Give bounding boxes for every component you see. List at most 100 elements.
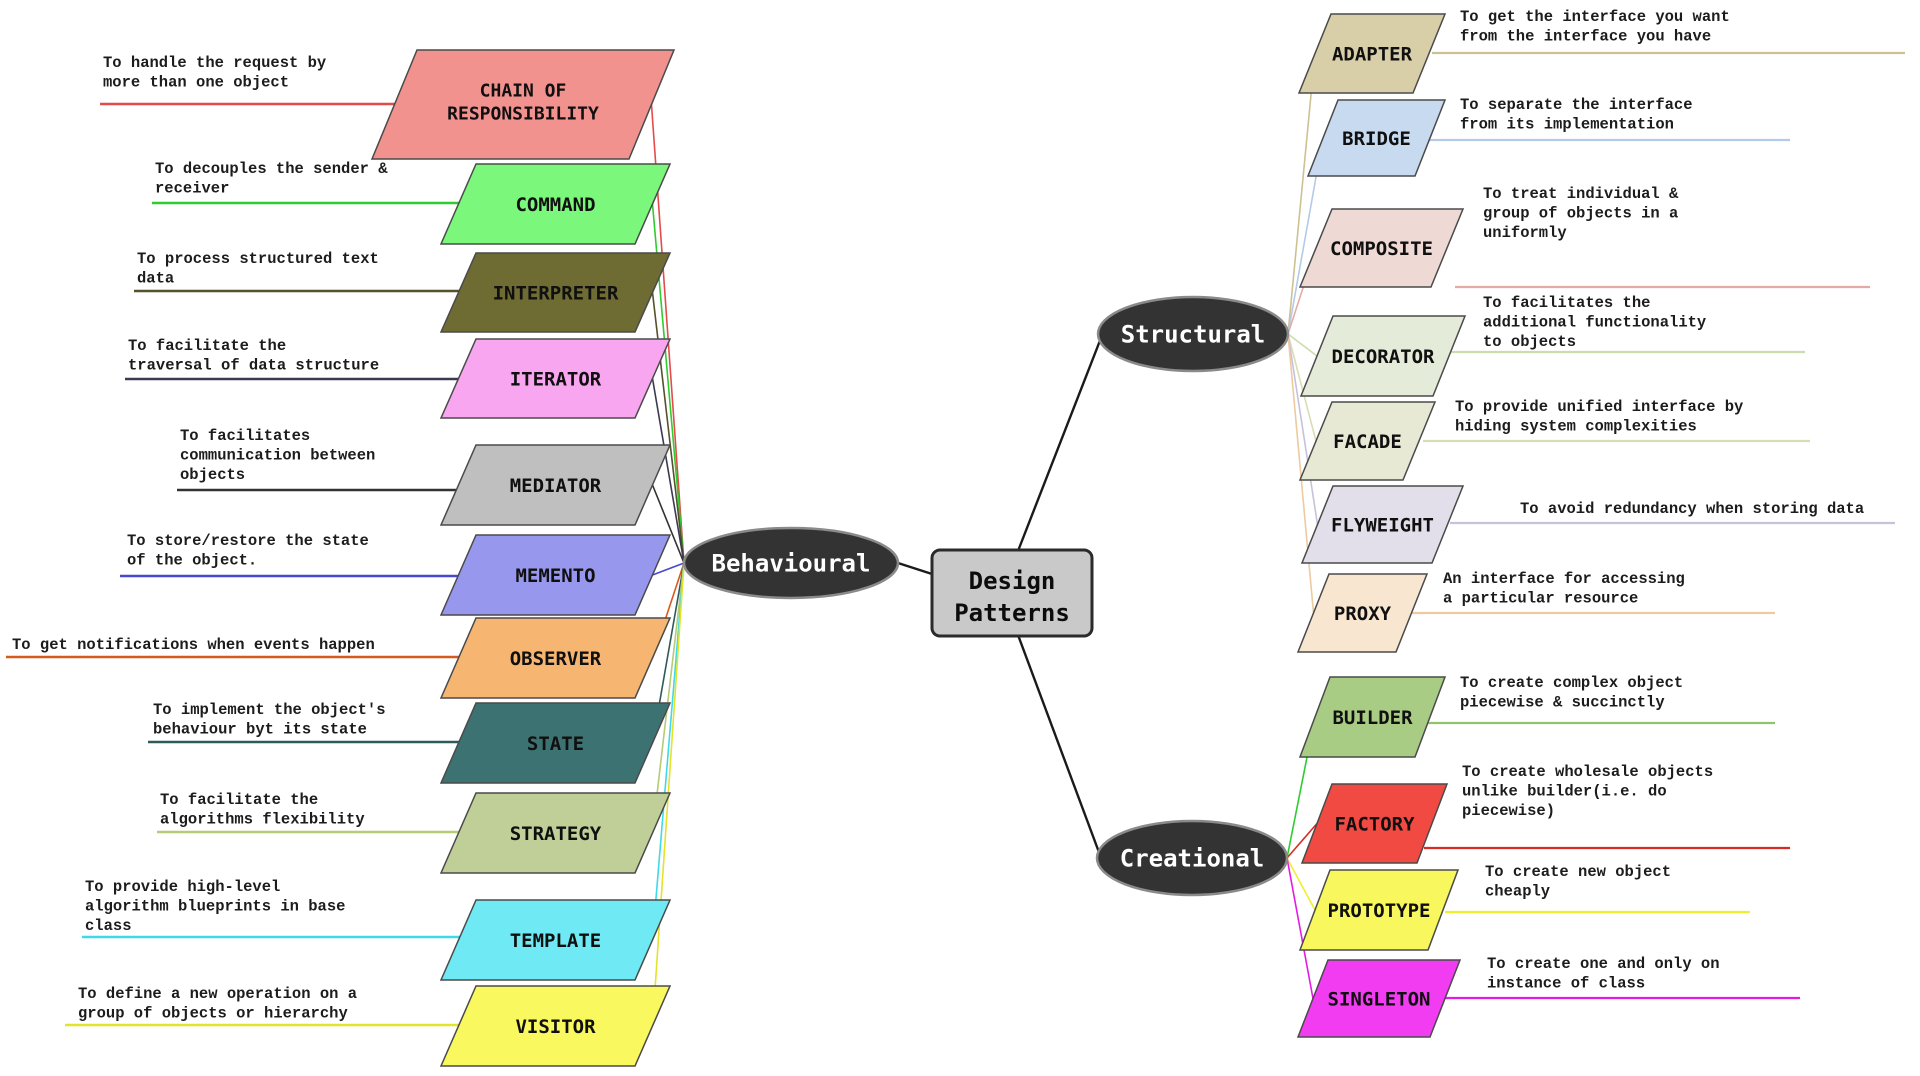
description-decorator: To facilitates the (1483, 294, 1650, 312)
description-visitor: group of objects or hierarchy (78, 1005, 348, 1023)
node-label-flyweight: FLYWEIGHT (1331, 515, 1434, 537)
node-label-proxy: PROXY (1334, 603, 1392, 625)
description-chain-of-responsibility: To handle the request by (103, 54, 326, 72)
node-memento[interactable] (439, 534, 672, 616)
node-observer[interactable] (439, 617, 672, 699)
connector-factory (1286, 822, 1318, 859)
node-proxy[interactable] (1296, 573, 1429, 653)
node-label-command: COMMAND (515, 194, 595, 216)
description-memento: of the object. (127, 552, 257, 570)
node-label-decorator: DECORATOR (1332, 346, 1436, 368)
node-facade[interactable] (1298, 401, 1437, 481)
node-label-prototype: PROTOTYPE (1328, 900, 1431, 922)
connector-memento (652, 562, 685, 576)
hub-label-structural: Structural (1121, 321, 1266, 349)
description-iterator: traversal of data structure (128, 357, 379, 375)
root-node[interactable] (930, 548, 1094, 638)
description-template: To provide high-level (85, 878, 280, 896)
description-singleton: To create one and only on (1487, 955, 1720, 973)
connector-adapter (1287, 53, 1316, 335)
connector-prototype (1286, 857, 1316, 911)
connector-decorator (1287, 333, 1318, 357)
description-builder: To create complex object (1460, 674, 1683, 692)
description-composite: uniformly (1483, 224, 1567, 242)
hub-behavioural[interactable] (682, 526, 900, 600)
description-prototype: To create new object (1485, 863, 1671, 881)
description-adapter: from the interface you have (1460, 28, 1711, 46)
description-memento: To store/restore the state (127, 532, 369, 550)
description-strategy: To facilitate the (160, 791, 318, 809)
node-label-interpreter: INTERPRETER (493, 283, 619, 305)
description-interpreter: data (137, 270, 174, 288)
node-label-adapter: ADAPTER (1332, 44, 1413, 66)
node-bridge[interactable] (1306, 99, 1447, 177)
description-factory: unlike builder(i.e. do (1462, 783, 1667, 801)
node-decorator[interactable] (1299, 315, 1467, 397)
description-proxy: a particular resource (1443, 590, 1638, 608)
connector-flyweight (1287, 333, 1319, 525)
node-composite[interactable] (1298, 208, 1465, 288)
node-label-composite: COMPOSITE (1330, 238, 1433, 260)
node-label-singleton: SINGLETON (1328, 989, 1431, 1011)
connector-iterator (651, 378, 685, 564)
hub-label-creational: Creational (1120, 845, 1265, 873)
node-template[interactable] (439, 899, 672, 981)
node-chain-of-responsibility[interactable] (370, 49, 676, 160)
node-mediator[interactable] (439, 444, 672, 526)
description-observer: To get notifications when events happen (12, 636, 375, 654)
hub-creational[interactable] (1095, 819, 1289, 897)
description-mediator: objects (180, 466, 245, 484)
edge-root-behavioural (897, 561, 933, 576)
node-state[interactable] (439, 702, 672, 784)
description-composite: group of objects in a (1483, 205, 1678, 223)
node-label-chain-of-responsibility: CHAIN OF (480, 81, 567, 102)
description-template: class (85, 917, 132, 935)
connector-proxy (1287, 333, 1315, 614)
node-label-chain-of-responsibility: RESPONSIBILITY (447, 104, 599, 125)
description-iterator: To facilitate the (128, 337, 286, 355)
node-builder[interactable] (1298, 676, 1447, 758)
node-label-state: STATE (527, 733, 584, 755)
connector-strategy (651, 562, 685, 834)
description-factory: piecewise) (1462, 802, 1555, 820)
node-label-iterator: ITERATOR (510, 369, 602, 391)
description-facade: To provide unified interface by (1455, 398, 1743, 416)
node-interpreter[interactable] (439, 252, 672, 333)
node-flyweight[interactable] (1300, 485, 1465, 564)
node-label-memento: MEMENTO (515, 565, 595, 587)
node-strategy[interactable] (439, 792, 672, 874)
node-label-facade: FACADE (1333, 431, 1402, 453)
edge-root-creational (1016, 634, 1102, 856)
description-adapter: To get the interface you want (1460, 8, 1730, 26)
node-label-strategy: STRATEGY (510, 823, 602, 845)
description-template: algorithm blueprints in base (85, 898, 345, 916)
connector-mediator (651, 484, 685, 564)
description-builder: piecewise & succinctly (1460, 694, 1665, 712)
description-state: behaviour byt its state (153, 721, 367, 739)
node-label-observer: OBSERVER (510, 648, 602, 670)
node-prototype[interactable] (1298, 869, 1460, 951)
description-prototype: cheaply (1485, 883, 1550, 901)
description-command: To decouples the sender & (155, 160, 388, 178)
node-factory[interactable] (1300, 783, 1449, 864)
node-label-mediator: MEDIATOR (510, 475, 602, 497)
node-singleton[interactable] (1296, 959, 1462, 1038)
description-factory: To create wholesale objects (1462, 763, 1713, 781)
connector-facade (1287, 333, 1317, 442)
node-iterator[interactable] (439, 338, 672, 419)
edge-root-structural (1016, 337, 1103, 552)
node-command[interactable] (439, 163, 672, 245)
description-chain-of-responsibility: more than one object (103, 74, 289, 92)
node-label-factory: FACTORY (1334, 814, 1415, 836)
node-visitor[interactable] (439, 985, 672, 1067)
description-interpreter: To process structured text (137, 250, 379, 268)
hub-structural[interactable] (1096, 295, 1290, 373)
description-decorator: additional functionality (1483, 314, 1706, 332)
description-mediator: communication between (180, 447, 375, 465)
node-adapter[interactable] (1297, 13, 1447, 94)
hub-label-behavioural: Behavioural (712, 550, 871, 578)
